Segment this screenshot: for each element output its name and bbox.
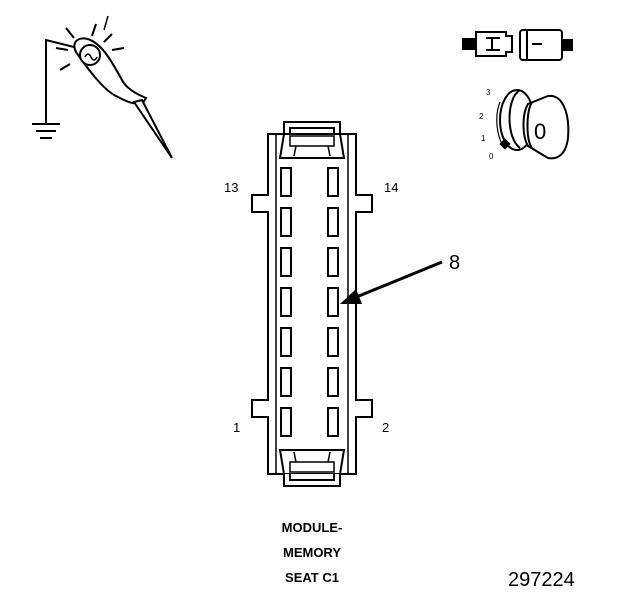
terminal-cavity	[280, 407, 292, 437]
terminal-cavity-8	[327, 287, 339, 317]
ignition-position-3: 3	[486, 88, 491, 97]
connector-disconnected-icon	[462, 29, 573, 61]
pin-label-13: 13	[224, 180, 238, 195]
terminal-cavity	[280, 167, 292, 197]
terminal-cavity	[280, 207, 292, 237]
terminal-cavity	[327, 167, 339, 197]
terminal-cavity	[280, 367, 292, 397]
ignition-position-1: 1	[481, 134, 486, 143]
connector-title-line-1: MODULE-	[282, 520, 343, 535]
test-light-probe-icon	[32, 15, 173, 159]
terminal-cavity	[280, 327, 292, 357]
terminal-cavity	[280, 287, 292, 317]
connector-title-line-2: MEMORY	[283, 545, 341, 560]
callout-arrow	[340, 260, 443, 304]
terminal-cavity	[327, 367, 339, 397]
pin-label-2: 2	[382, 420, 389, 435]
terminal-cavity	[327, 207, 339, 237]
figure-number: 297224	[508, 569, 575, 591]
pin-label-1: 1	[233, 420, 240, 435]
key-position-label: 0	[534, 119, 546, 144]
terminal-cavity	[327, 407, 339, 437]
pin-label-14: 14	[384, 180, 398, 195]
ignition-position-2: 2	[479, 112, 484, 121]
terminal-cavity	[327, 327, 339, 357]
ignition-switch-icon: 3 2 1 0 0	[479, 88, 570, 161]
ignition-position-0: 0	[489, 152, 494, 161]
terminal-cavity	[327, 247, 339, 277]
terminal-cavity	[280, 247, 292, 277]
callout-label: 8	[449, 252, 460, 274]
connector-title-line-3: SEAT C1	[285, 570, 339, 585]
terminal-cavities	[280, 167, 339, 437]
